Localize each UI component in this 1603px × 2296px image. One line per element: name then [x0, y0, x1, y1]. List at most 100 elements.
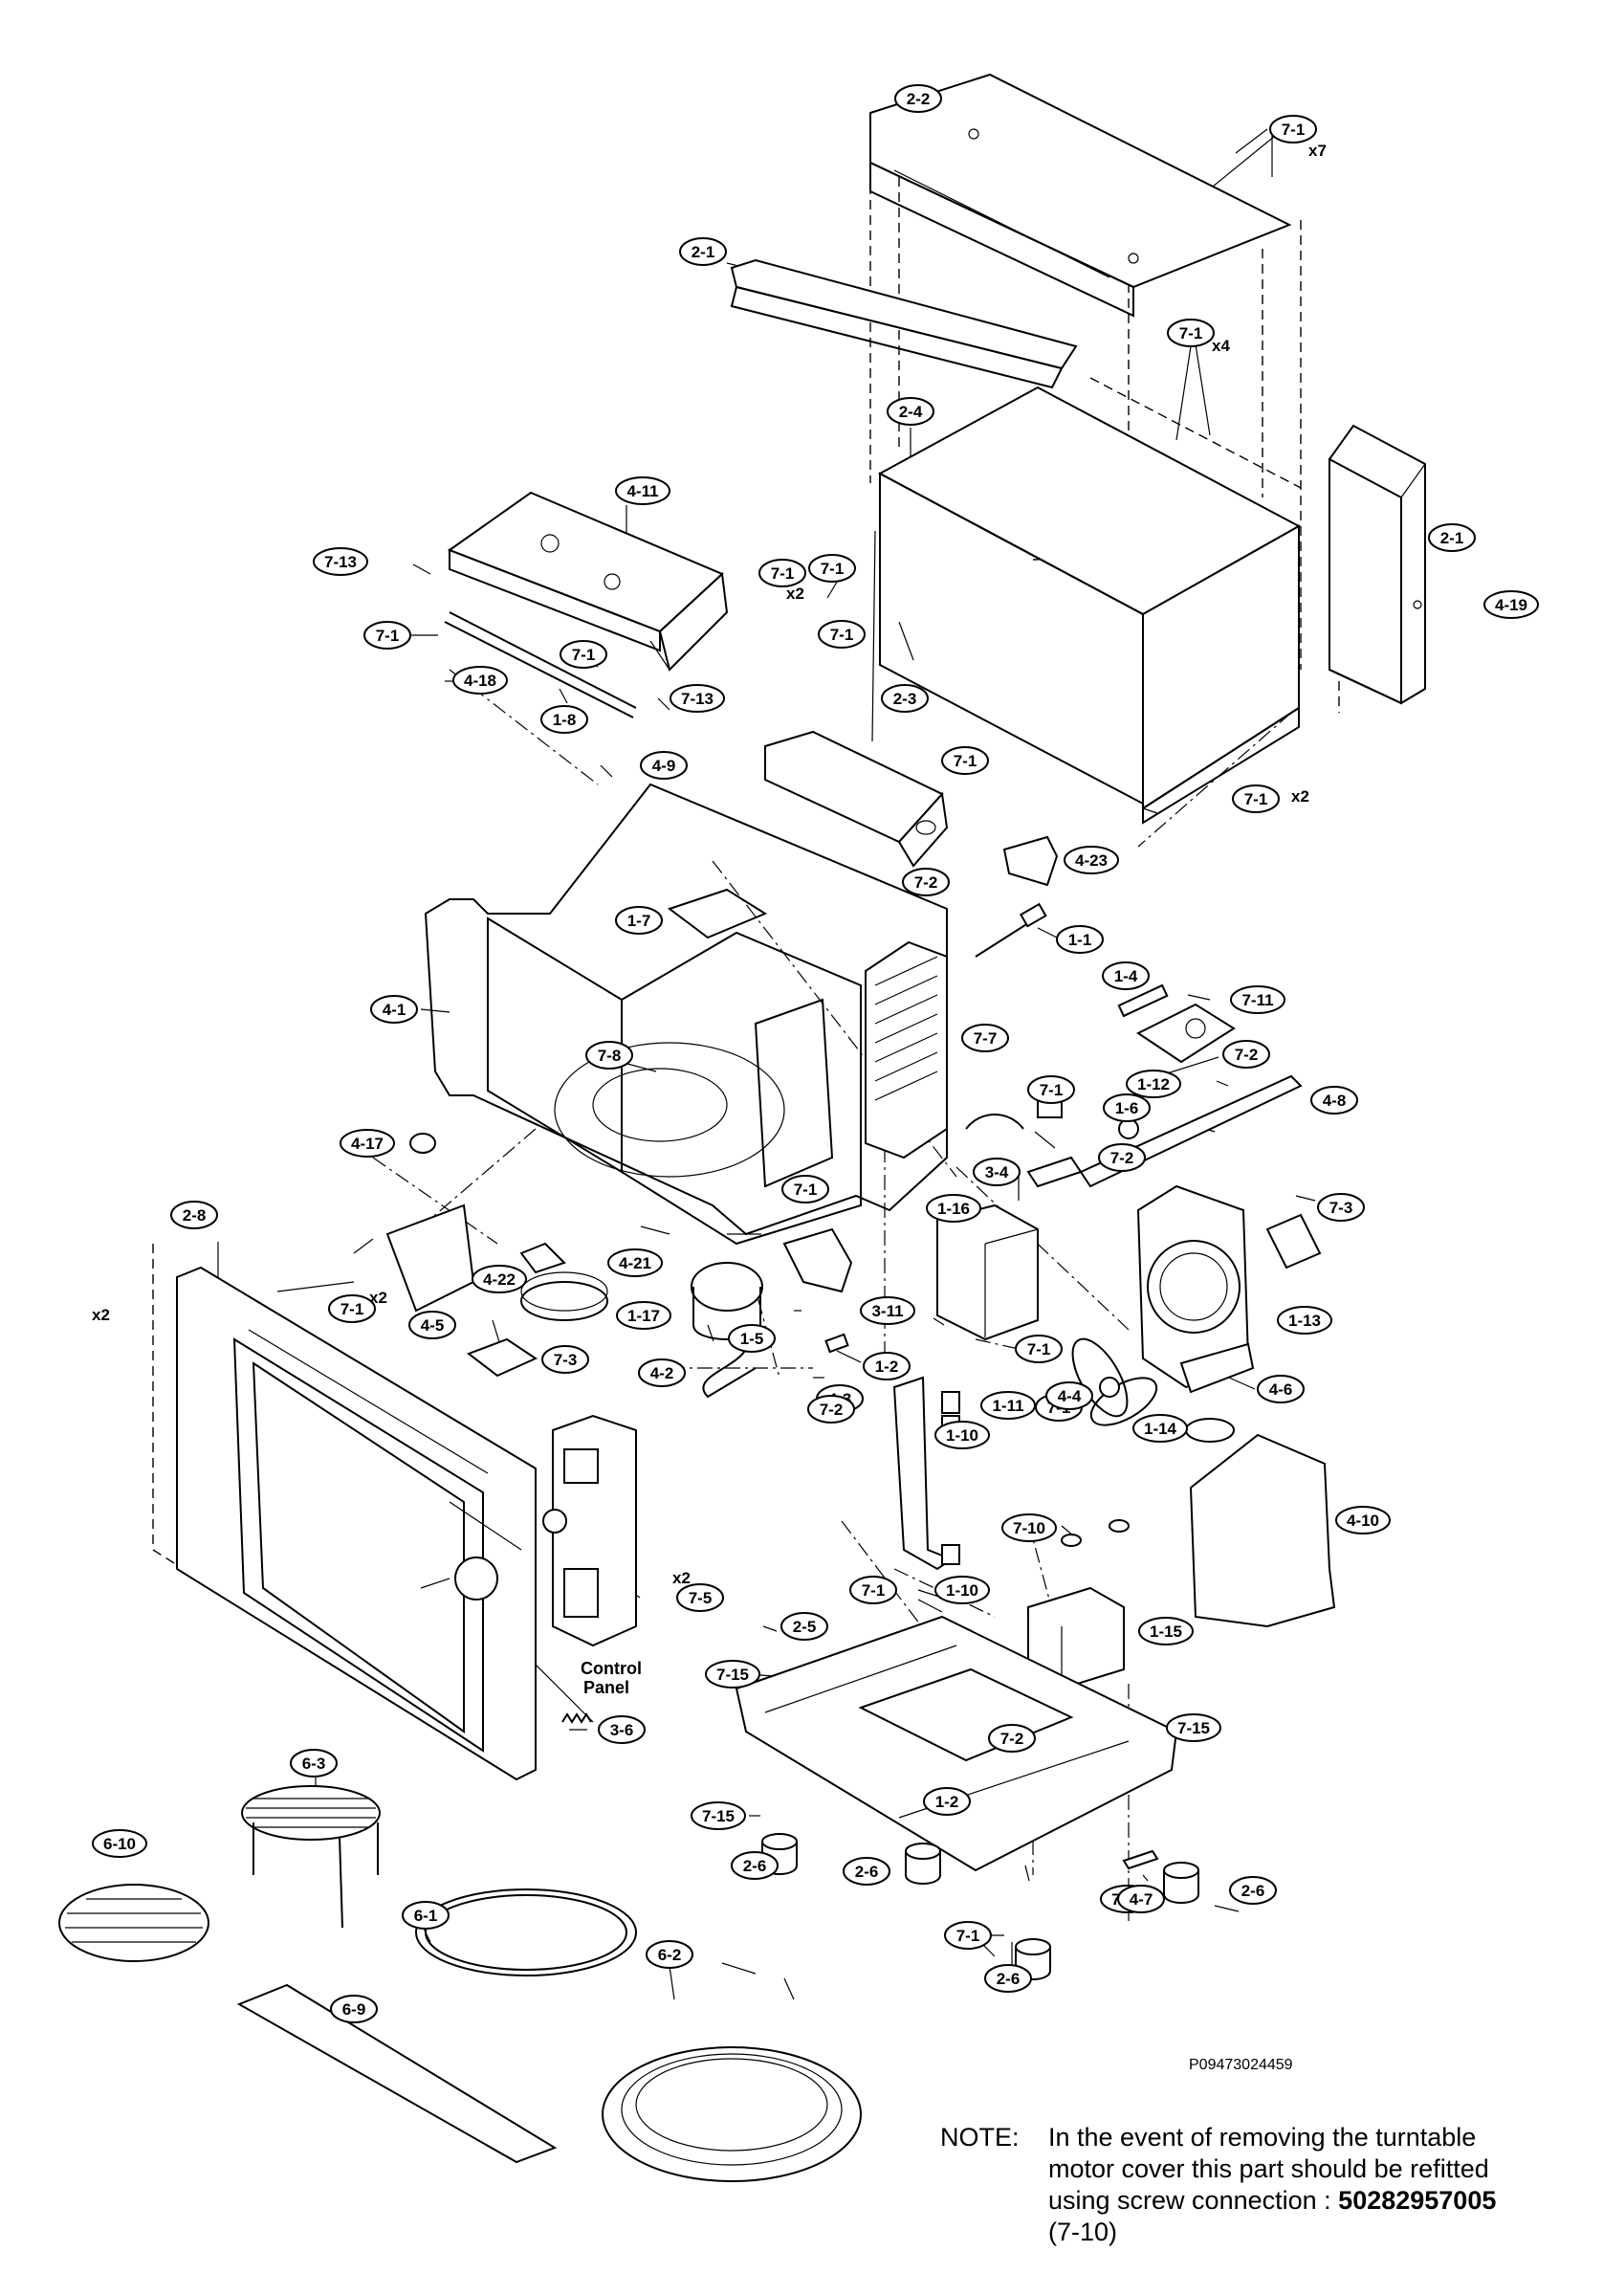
- multiplier-label: x2: [672, 1569, 691, 1587]
- part-callout-4-22: 4-22: [472, 1265, 527, 1293]
- part-callout-6-1: 6-1: [402, 1901, 450, 1930]
- callout-text: 2-1: [692, 243, 715, 261]
- callout-bubble: [585, 1041, 633, 1070]
- part-callout-7-15: 7-15: [1166, 1713, 1221, 1742]
- callout-bubble: [330, 1995, 378, 2023]
- part-callout-2-5: 2-5: [780, 1612, 828, 1641]
- callout-bubble: [408, 1311, 456, 1339]
- part-callout-4-5: 4-5: [408, 1311, 456, 1339]
- transformer-part-1-16: [936, 1203, 1039, 1341]
- callout-text: 4-17: [351, 1135, 384, 1153]
- board-part-1-12: [1136, 1003, 1236, 1064]
- callout-text: 1-17: [627, 1307, 660, 1325]
- part-callout-7-1: 7-1: [944, 1921, 992, 1950]
- callout-text: 2-5: [793, 1618, 817, 1636]
- part-callout-7-11: 7-11: [1230, 985, 1285, 1014]
- part-callout-7-1: 7-1: [560, 640, 607, 669]
- callout-text: 1-10: [946, 1581, 978, 1600]
- callout-bubble: [881, 684, 929, 713]
- callout-text: 4-11: [626, 482, 658, 500]
- callout-text: 3-11: [871, 1302, 903, 1320]
- callout-bubble: [973, 1158, 1021, 1186]
- part-callout-1-13: 1-13: [1277, 1306, 1332, 1335]
- part-callout-2-6: 2-6: [984, 1964, 1032, 1993]
- callout-bubble: [607, 1248, 663, 1277]
- lamp-part-1-14: [1185, 1418, 1235, 1443]
- callout-bubble: [370, 995, 418, 1024]
- control-panel-label: Control Panel: [581, 1659, 642, 1697]
- part-callout-3-11: 3-11: [860, 1296, 915, 1325]
- callout-text: 1-6: [1115, 1099, 1139, 1117]
- callout-text: 7-1: [1282, 121, 1306, 139]
- callout-text: 4-19: [1495, 596, 1527, 614]
- callout-text: 7-1: [1027, 1340, 1051, 1358]
- callout-text: 2-6: [855, 1863, 879, 1881]
- callout-text: 7-1: [954, 752, 977, 770]
- part-callouts: 2-27-12-17-12-47-12-14-194-117-137-17-17…: [92, 84, 1539, 2023]
- part-callout-7-8: 7-8: [585, 1041, 633, 1070]
- callout-bubble: [1027, 1075, 1075, 1104]
- part-callout-4-1: 4-1: [370, 995, 418, 1024]
- callout-text: 2-6: [743, 1857, 767, 1875]
- part-callout-3-6: 3-6: [598, 1715, 646, 1744]
- part-callout-2-8: 2-8: [170, 1201, 218, 1229]
- cover-part-4-5: [385, 1203, 475, 1313]
- part-callout-1-14: 1-14: [1132, 1414, 1188, 1443]
- callout-bubble: [781, 1175, 829, 1203]
- callout-text: 7-15: [716, 1666, 749, 1684]
- part-callout-1-4: 1-4: [1102, 961, 1150, 990]
- connector-part-1-1: [975, 902, 1047, 958]
- callout-text: 1-12: [1137, 1075, 1170, 1093]
- part-callout-7-1: 7-1: [758, 559, 806, 587]
- control-panel: [420, 1414, 637, 1647]
- strip-part-6-9: [236, 1983, 558, 2164]
- washer: [1109, 1519, 1130, 1533]
- rod-part-1-8: [449, 611, 637, 709]
- callout-bubble: [941, 746, 989, 775]
- callout-bubble: [340, 1129, 395, 1158]
- callout-bubble: [1138, 1617, 1194, 1645]
- callout-text: 7-8: [598, 1047, 622, 1065]
- callout-bubble: [1132, 1414, 1188, 1443]
- callout-bubble: [676, 1583, 724, 1612]
- callout-text: 7-1: [956, 1927, 980, 1945]
- part-callout-7-1: 7-1: [808, 554, 856, 583]
- svg-text:Panel: Panel: [583, 1678, 629, 1697]
- part-callout-1-15: 1-15: [1138, 1617, 1194, 1645]
- callout-text: 4-2: [650, 1364, 674, 1382]
- callout-bubble: [887, 397, 934, 426]
- part-callout-6-10: 6-10: [92, 1829, 147, 1858]
- callout-bubble: [615, 476, 670, 505]
- part-callout-2-3: 2-3: [881, 684, 929, 713]
- part-callout-4-7: 4-7: [1117, 1885, 1165, 1913]
- callout-bubble: [818, 620, 866, 649]
- part-callout-7-2: 7-2: [1222, 1040, 1270, 1069]
- base-part-4-6: [1179, 1342, 1255, 1394]
- callout-text: 3-4: [985, 1163, 1009, 1181]
- callout-bubble: [902, 868, 950, 896]
- callout-bubble: [1045, 1381, 1093, 1410]
- callout-text: 2-2: [907, 90, 931, 108]
- callout-bubble: [1166, 1713, 1221, 1742]
- callout-text: 4-4: [1058, 1387, 1082, 1405]
- foot-part-2-6: [761, 1833, 798, 1875]
- callout-bubble: [1257, 1375, 1305, 1403]
- multiplier-labels: x7 x4 x2 x2 x2 x2 x2: [92, 142, 1327, 1587]
- part-outlines: [58, 73, 1426, 2182]
- part-callout-7-1: 7-1: [1167, 319, 1215, 347]
- callout-bubble: [780, 1612, 828, 1641]
- callout-bubble: [92, 1829, 147, 1858]
- part-callout-7-2: 7-2: [807, 1395, 855, 1424]
- note-part-number: 50282957005: [1338, 2186, 1497, 2215]
- callout-bubble: [313, 547, 368, 576]
- callout-text: 3-6: [610, 1721, 634, 1739]
- part-callout-7-1: 7-1: [849, 1576, 897, 1604]
- callout-text: 1-11: [992, 1397, 1023, 1415]
- multiplier-label: x4: [1212, 337, 1230, 355]
- roller-ring-part-6-1: [415, 1888, 637, 1976]
- part-callout-7-2: 7-2: [988, 1724, 1036, 1753]
- callout-text: 7-15: [702, 1807, 735, 1825]
- part-callout-7-15: 7-15: [705, 1660, 760, 1689]
- part-callout-7-1: 7-1: [363, 621, 411, 650]
- part-callout-4-23: 4-23: [1064, 846, 1119, 874]
